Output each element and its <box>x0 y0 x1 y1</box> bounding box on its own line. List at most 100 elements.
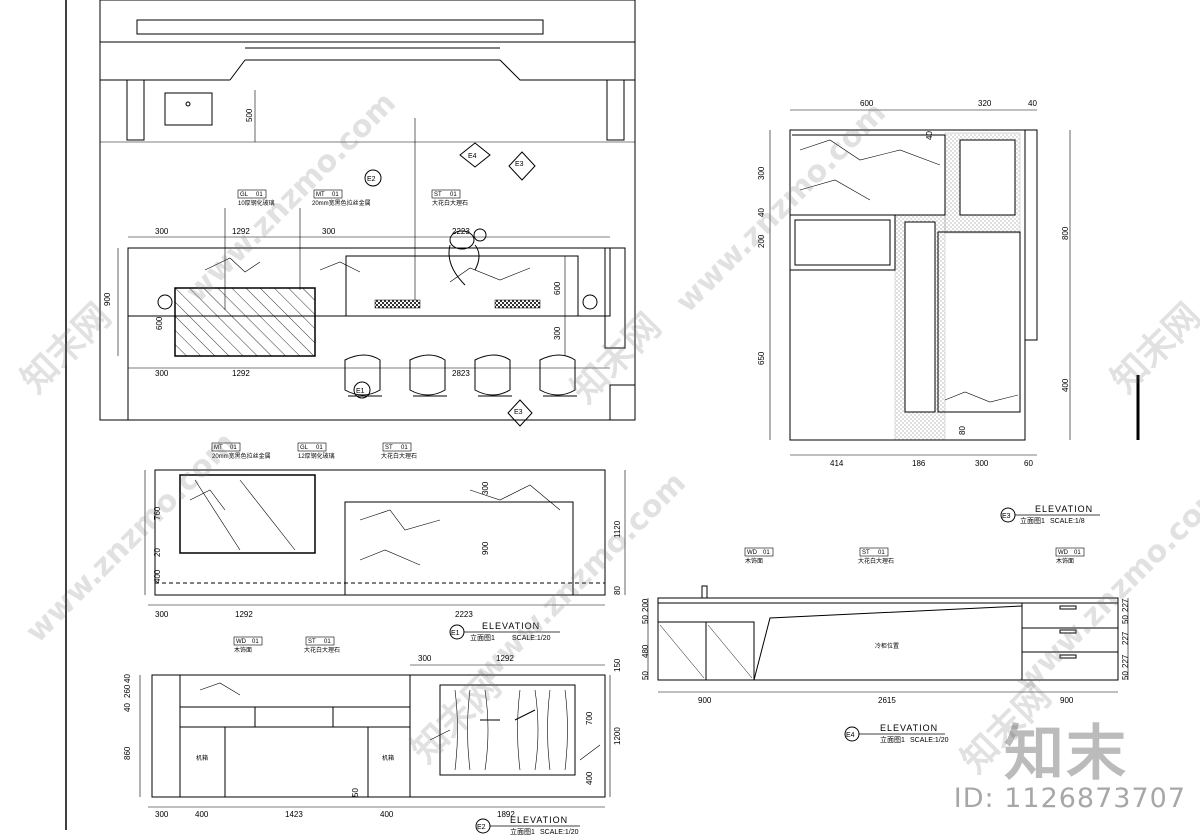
section-dim-left-1: 300 <box>757 166 766 180</box>
elevation-e4: 200 50 480 50 227 50 227 227 50 900 2615… <box>641 547 1130 744</box>
e2-scale: SCALE:1/20 <box>540 829 579 836</box>
elevation-e1: 760 20 400 300 900 1120 80 300 1292 2223… <box>144 442 626 642</box>
e4-dim-right-3: 227 <box>1121 631 1130 645</box>
e2-tag-wd-note: 木饰面 <box>234 646 252 654</box>
e3-subtitle: 立面图1 <box>1020 516 1045 525</box>
e1-marker: E1 <box>451 630 460 637</box>
e4-dim-left-3: 480 <box>641 644 650 658</box>
e1-tag-gl: GL <box>300 445 309 451</box>
e2-dim-bottom-4: 400 <box>380 810 394 819</box>
e2-label-right: 机箱 <box>382 754 394 762</box>
e2-dim-bottom-5: 1892 <box>497 810 515 819</box>
e1-dim-left-3: 400 <box>153 569 162 583</box>
e2-dim-left-4: 860 <box>123 746 132 760</box>
elevation-e2: 40 260 40 860 300 1292 150 700 1200 400 … <box>123 636 622 836</box>
plan-marker-e1: E1 <box>356 388 365 395</box>
e1-dim-right-3: 1120 <box>613 520 622 538</box>
e1-dim-right-2: 900 <box>481 541 490 555</box>
e3-title: ELEVATION <box>1035 504 1093 514</box>
section-dim-right-1: 800 <box>1061 226 1070 240</box>
e2-dim-50: 50 <box>351 788 360 797</box>
section-dim-inner-2: 80 <box>958 426 967 435</box>
plan-dim-right-1: 600 <box>553 281 562 295</box>
e4-dim-left-4: 50 <box>641 671 650 680</box>
e1-dim-left-1: 760 <box>153 506 162 520</box>
section-dim-bottom-3: 300 <box>975 459 989 468</box>
plan-dim-left-1: 900 <box>103 292 112 306</box>
e2-tag-wd-num: 01 <box>252 639 259 645</box>
e1-dim-bottom-3: 2223 <box>455 610 473 619</box>
e2-dim-right-1: 150 <box>613 658 622 672</box>
e1-tag-st: ST <box>385 445 393 451</box>
e4-tag-st-num: 01 <box>878 550 885 556</box>
e4-tag-wd-1: WD <box>747 550 758 556</box>
e2-tag-st-num: 01 <box>324 639 331 645</box>
e2-dim-bottom-3: 1423 <box>285 810 303 819</box>
e4-tag-wd-2: WD <box>1058 550 1069 556</box>
e1-tag-mt: MT <box>214 445 223 451</box>
plan-dim-top-3: 300 <box>322 227 336 236</box>
e2-dim-left-2: 260 <box>123 684 132 698</box>
plan-dim-top-1: 300 <box>155 227 169 236</box>
e4-title: ELEVATION <box>880 723 938 733</box>
person-figure <box>448 228 487 286</box>
e3-marker: E3 <box>1002 513 1011 520</box>
plan-dim-top-4: 2223 <box>452 227 470 236</box>
e4-dim-right-2: 50 <box>1121 615 1130 624</box>
e2-dim-right-2: 700 <box>585 711 594 725</box>
section-dim-inner-1: 40 <box>925 131 934 140</box>
e2-dim-top-1: 300 <box>418 654 432 663</box>
e4-label-center: 冷柜位置 <box>875 642 899 650</box>
e2-dim-left-3: 40 <box>123 703 132 712</box>
plan-dim-bottom-3: 2823 <box>452 369 470 378</box>
e4-dim-left-1: 200 <box>641 598 650 612</box>
e2-dim-bottom-2: 400 <box>195 810 209 819</box>
plan-dim-right-2: 300 <box>553 326 562 340</box>
e4-dim-right-4: 227 <box>1121 654 1130 668</box>
plan-marker-e3-top: E3 <box>515 161 524 168</box>
plan-tag-st: ST <box>434 192 442 198</box>
e1-tag-st-num: 01 <box>401 445 408 451</box>
e3-title-block: E3 ELEVATION 立面图1 SCALE:1/8 <box>1000 504 1100 525</box>
e2-subtitle: 立面图1 <box>510 827 535 836</box>
e2-tag-wd: WD <box>236 639 247 645</box>
section-dim-bottom-4: 60 <box>1024 459 1033 468</box>
e4-dim-left-2: 50 <box>641 615 650 624</box>
e1-dim-bottom-2: 1292 <box>235 610 253 619</box>
plan-marker-e2: E2 <box>367 176 376 183</box>
e2-tag-st: ST <box>308 639 316 645</box>
plan-tag-mt-note: 20mm宽黑色拉丝金属 <box>312 199 371 207</box>
plan-dim-left-2: 600 <box>155 316 164 330</box>
e2-dim-right-4: 400 <box>585 771 594 785</box>
plan-tag-gl: GL <box>240 192 249 198</box>
e2-title: ELEVATION <box>510 815 568 825</box>
e4-dim-right-1: 227 <box>1121 598 1130 612</box>
e4-tag-wd-2-note: 木饰面 <box>1056 557 1074 565</box>
section-dim-top-2: 320 <box>978 99 992 108</box>
plan-marker-e3-bottom: E3 <box>514 409 523 416</box>
e2-label-left: 机箱 <box>196 754 208 762</box>
bar-stools <box>344 354 577 397</box>
e2-dim-right-3: 1200 <box>613 727 622 745</box>
e1-tag-mt-note: 20mm宽黑色拉丝金属 <box>212 452 271 460</box>
plan-dim-bottom-1: 300 <box>155 369 169 378</box>
image-id-label: ID: 1126873707 <box>953 783 1186 814</box>
e1-title: ELEVATION <box>482 621 540 631</box>
e1-tag-mt-num: 01 <box>230 445 237 451</box>
e1-dim-right-4: 80 <box>613 586 622 595</box>
section-dim-top-1: 600 <box>860 99 874 108</box>
section-dim-top-3: 40 <box>1028 99 1037 108</box>
plan-tag-st-num: 01 <box>450 192 457 198</box>
e1-scale: SCALE:1/20 <box>512 635 551 642</box>
e1-dim-left-2: 20 <box>153 548 162 557</box>
e4-dim-right-5: 50 <box>1121 671 1130 680</box>
e4-tag-wd-1-note: 木饰面 <box>745 557 763 565</box>
e2-dim-bottom-1: 300 <box>155 810 169 819</box>
e4-subtitle: 立面图1 <box>880 735 905 744</box>
plan-tag-gl-note: 10厚钢化玻璃 <box>238 199 275 207</box>
e4-dim-bottom-3: 900 <box>1060 696 1074 705</box>
section-dim-bottom-1: 414 <box>830 459 844 468</box>
section-dim-right-2: 400 <box>1061 378 1070 392</box>
e2-dim-top-2: 1292 <box>496 654 514 663</box>
e2-marker: E2 <box>477 824 486 831</box>
